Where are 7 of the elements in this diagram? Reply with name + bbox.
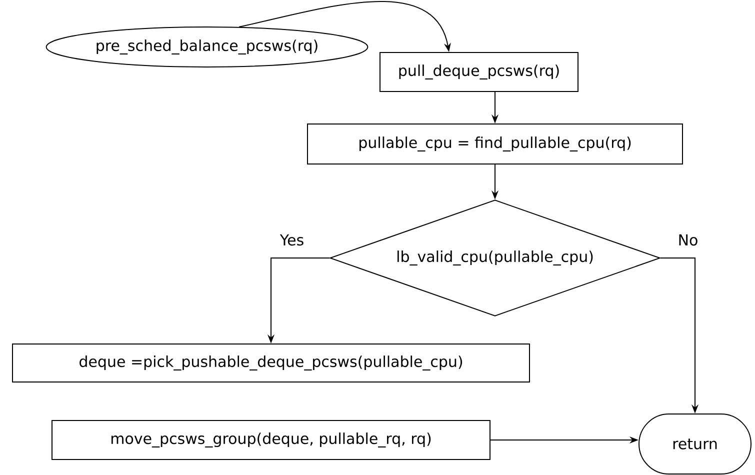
terminal-box: return: [638, 414, 752, 474]
edge-label: No: [676, 233, 700, 247]
process-box: pullable_cpu = find_pullable_cpu(rq): [307, 124, 683, 164]
process-box: pull_deque_pcsws(rq): [380, 52, 578, 92]
process-box: deque =pick_pushable_deque_pcsws(pullable_cpu): [12, 344, 530, 382]
edge-label: Yes: [278, 233, 306, 247]
process-box: move_pcsws_group(deque, pullable_rq, rq): [52, 420, 490, 460]
